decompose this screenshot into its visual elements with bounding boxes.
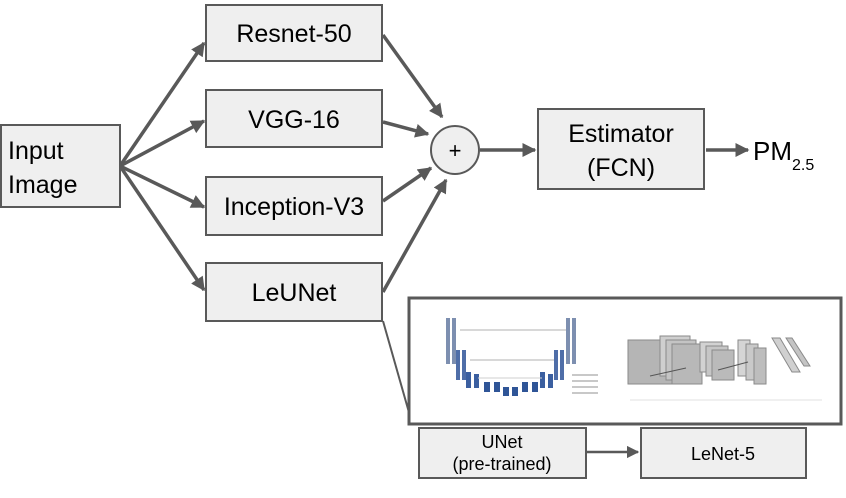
input-image-node: Input Image <box>0 124 121 208</box>
leunet-label: LeUNet <box>252 279 337 307</box>
leunet-node: LeUNet <box>205 262 383 322</box>
input-image-box <box>0 124 121 208</box>
edge-leunet-sum <box>381 178 448 293</box>
resnet50-node: Resnet-50 <box>205 4 383 62</box>
sum-symbol: + <box>449 138 462 163</box>
detail-panel-frame <box>407 296 843 426</box>
inceptionv3-label: Inception-V3 <box>224 193 364 221</box>
unet-node: UNet (pre-trained) <box>418 427 587 479</box>
sum-circle <box>430 125 480 175</box>
vgg16-label: VGG-16 <box>248 106 340 134</box>
unet-label-line2: (pre-trained) <box>452 454 551 474</box>
estimator-label-line2: (FCN) <box>587 154 655 182</box>
output-pm-text: PM <box>753 136 792 166</box>
estimator-box <box>537 108 705 190</box>
output-pm25-label: PM2.5 <box>753 136 814 174</box>
output-subscript: 2.5 <box>792 157 814 174</box>
lenet5-node: LeNet-5 <box>640 427 807 479</box>
edges-backbones-to-sum <box>381 33 448 293</box>
estimator-node: Estimator (FCN) <box>537 108 705 190</box>
inceptionv3-box <box>205 176 383 236</box>
vgg16-box <box>205 89 383 148</box>
leunet-box <box>205 262 383 322</box>
resnet50-box <box>205 4 383 62</box>
lenet5-architecture-thumbnail <box>627 335 822 401</box>
lenet5-box <box>640 427 807 479</box>
leunet-detail-panel: UNet (pre-trained) LeNet-5 <box>407 296 843 479</box>
unet-label-line1: UNet <box>481 432 522 452</box>
unet-architecture-thumbnail <box>446 318 598 396</box>
input-image-label-line1: Input <box>8 137 64 165</box>
edge-input-leunet <box>118 165 206 292</box>
edge-input-vgg <box>119 119 206 168</box>
sum-node: + <box>430 125 480 175</box>
edge-vgg-sum <box>382 120 430 138</box>
unet-box <box>418 427 587 479</box>
resnet50-label: Resnet-50 <box>236 20 351 48</box>
vgg16-node: VGG-16 <box>205 89 383 148</box>
edges-input-to-backbones <box>118 41 206 292</box>
leunet-callout-line <box>382 320 413 424</box>
edge-input-resnet <box>118 41 206 167</box>
edge-input-inception <box>119 164 206 209</box>
edge-inception-sum <box>382 166 433 203</box>
lenet5-label: LeNet-5 <box>691 444 755 464</box>
input-image-label-line2: Image <box>8 171 77 199</box>
inceptionv3-node: Inception-V3 <box>205 176 383 236</box>
estimator-label-line1: Estimator <box>568 120 674 148</box>
edge-resnet-sum <box>381 33 444 119</box>
